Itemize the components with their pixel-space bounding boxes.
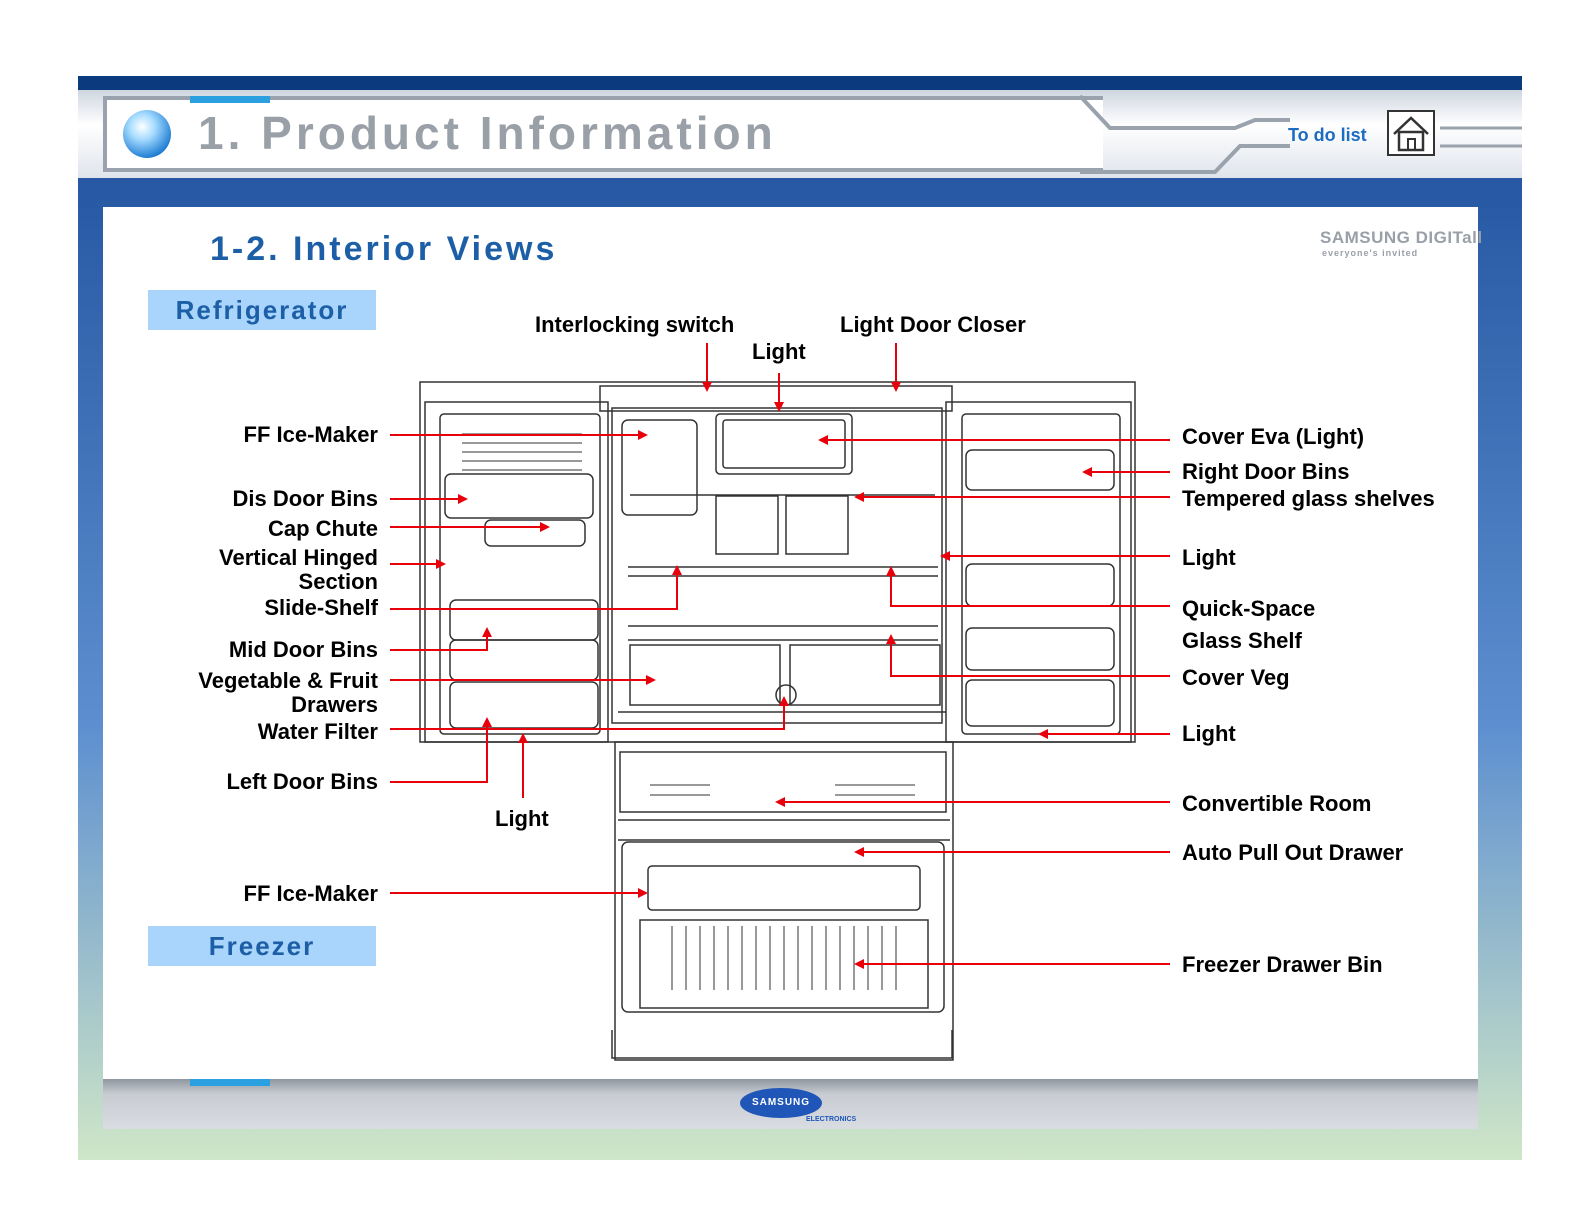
label-vertical-hinged-2: Section xyxy=(298,569,378,594)
label-interlocking-switch: Interlocking switch xyxy=(535,312,735,337)
label-quick-space-2: Glass Shelf xyxy=(1182,628,1302,653)
label-light-top: Light xyxy=(752,339,806,364)
brand-tagline: everyone's invited xyxy=(1322,248,1419,258)
label-water-filter: Water Filter xyxy=(257,719,378,744)
label-cap-chute: Cap Chute xyxy=(268,516,378,541)
label-dis-door-bins: Dis Door Bins xyxy=(232,486,378,511)
label-veg-fruit-1: Vegetable & Fruit xyxy=(198,668,378,693)
label-slide-shelf: Slide-Shelf xyxy=(264,595,378,620)
title-frame xyxy=(103,96,1103,172)
label-cover-eva: Cover Eva (Light) xyxy=(1182,424,1365,449)
label-tempered-glass: Tempered glass shelves xyxy=(1182,486,1435,511)
label-ff-ice-maker-bottom: FF Ice-Maker xyxy=(243,881,379,906)
label-light-bottom: Light xyxy=(495,806,549,831)
label-veg-fruit-2: Drawers xyxy=(291,692,378,717)
label-light-door-closer: Light Door Closer xyxy=(840,312,1026,337)
label-ff-ice-maker-top: FF Ice-Maker xyxy=(243,422,379,447)
title-accent-strip xyxy=(190,96,270,103)
brand-logo: SAMSUNG DIGITall xyxy=(1320,228,1483,247)
label-freezer-drawer-bin: Freezer Drawer Bin xyxy=(1182,952,1383,977)
label-auto-pull-out-drawer: Auto Pull Out Drawer xyxy=(1182,840,1404,865)
home-icon xyxy=(1393,116,1429,152)
top-bar xyxy=(78,76,1522,90)
callout-arrows xyxy=(390,343,1170,969)
label-light-right-2: Light xyxy=(1182,721,1236,746)
label-quick-space-1: Quick-Space xyxy=(1182,596,1316,621)
fridge-line-art xyxy=(419,381,1136,1061)
freezer-section-label: Freezer xyxy=(148,926,376,966)
footer-accent-strip xyxy=(190,1079,270,1086)
samsung-logo-sub: ELECTRONICS xyxy=(806,1116,857,1123)
home-button[interactable] xyxy=(1387,110,1435,156)
label-convertible-room: Convertible Room xyxy=(1182,791,1372,816)
page-title: 1. Product Information xyxy=(198,107,777,159)
label-right-door-bins: Right Door Bins xyxy=(1182,459,1350,484)
label-vertical-hinged-1: Vertical Hinged xyxy=(219,545,378,570)
label-mid-door-bins: Mid Door Bins xyxy=(228,637,378,662)
orb-icon xyxy=(123,110,171,158)
label-left-door-bins: Left Door Bins xyxy=(226,769,378,794)
section-title: 1-2. Interior Views xyxy=(210,230,558,268)
label-cover-veg: Cover Veg xyxy=(1182,665,1290,690)
samsung-logo: SAMSUNG xyxy=(740,1088,822,1118)
label-light-right-1: Light xyxy=(1182,545,1236,570)
refrigerator-section-label: Refrigerator xyxy=(148,290,376,330)
todo-list-link[interactable]: To do list xyxy=(1288,125,1367,145)
